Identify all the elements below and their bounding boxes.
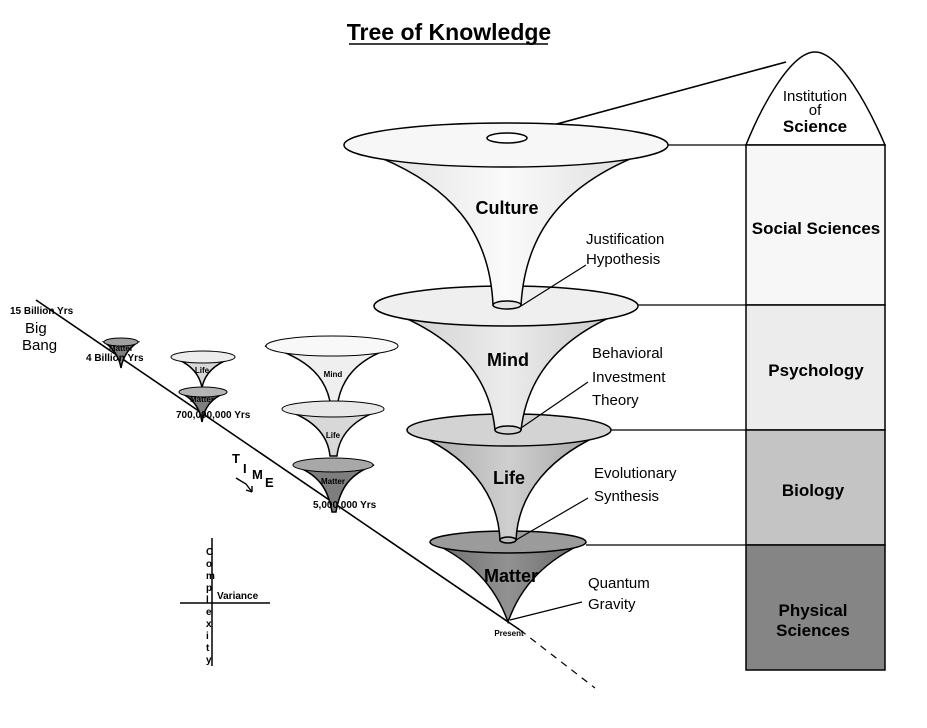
complexity-letter-8: t <box>206 643 210 654</box>
psychology-label: Psychology <box>768 361 864 380</box>
stage2-life-label: Life <box>195 366 210 375</box>
biology-block <box>745 429 886 546</box>
justification-label-2: Hypothesis <box>586 251 660 268</box>
complexity-letter-3: p <box>206 583 212 594</box>
stage2-matter-label: Matter <box>190 395 214 404</box>
future-dashed-line <box>519 629 596 689</box>
quantum-label-2: Gravity <box>588 596 636 613</box>
culture-rim-institution-circle <box>486 132 528 144</box>
institution-label-2: of <box>809 102 822 119</box>
bang-label: Bang <box>22 337 57 354</box>
pointer-justification <box>520 264 587 307</box>
stage3-mind-label: Mind <box>324 370 343 379</box>
present-label: Present <box>494 629 524 638</box>
bit-label-3: Theory <box>592 392 639 409</box>
institution-dome <box>744 51 887 146</box>
time-arrow-icon <box>235 477 253 493</box>
culture-cone: Culture <box>343 122 669 310</box>
seven-hundred-million-label: 700,000,000 Yrs <box>176 410 251 421</box>
evolutionary-label-1: Evolutionary <box>594 465 677 482</box>
evolutionary-label-2: Synthesis <box>594 488 659 505</box>
complexity-letter-2: m <box>206 571 215 582</box>
complexity-letter-0: C <box>206 547 213 558</box>
time-letter-t: T <box>232 451 240 466</box>
pointer-bit <box>520 381 589 429</box>
physical-sciences-label-2: Sciences <box>776 621 850 640</box>
complexity-letter-7: i <box>206 631 209 642</box>
time-letter-m: M <box>252 467 263 482</box>
bit-label-1: Behavioral <box>592 345 663 362</box>
social-sciences-label: Social Sciences <box>752 219 881 238</box>
physical-sciences-block <box>745 544 886 671</box>
variance-label: Variance <box>217 591 259 602</box>
five-million-label: 5,000,000 Yrs <box>313 500 377 511</box>
bb-years-label: 15 Billion Yrs <box>10 306 74 317</box>
matter-label: Matter <box>484 566 538 586</box>
stage3-life-label: Life <box>326 431 341 440</box>
science-column: Institution of Science Social Sciences P… <box>744 51 887 671</box>
pointer-quantum <box>509 601 583 621</box>
complexity-letter-9: y <box>206 655 212 666</box>
time-letter-e: E <box>265 475 274 490</box>
social-sciences-block <box>745 144 886 306</box>
big-label: Big <box>25 320 47 337</box>
stage3-cones: Mind Life Matter <box>264 335 399 513</box>
institution-label-1: Institution <box>783 88 847 105</box>
complexity-letter-1: o <box>206 559 212 570</box>
culture-label: Culture <box>476 198 539 218</box>
complexity-letter-5: e <box>206 607 212 618</box>
stage2-cones: Life Matter <box>170 350 236 423</box>
physical-sciences-label-1: Physical <box>779 601 848 620</box>
life-label: Life <box>493 468 525 488</box>
quantum-label-1: Quantum <box>588 575 650 592</box>
pointer-evolutionary <box>515 497 589 541</box>
institution-label-3: Science <box>783 117 847 136</box>
complexity-variance-axes: Variance C o m p l e x i t y <box>180 538 270 666</box>
four-billion-label: 4 Billion Yrs <box>86 353 144 364</box>
diagram-title: Tree of Knowledge <box>347 19 551 45</box>
complexity-letter-4: l <box>206 595 209 606</box>
mind-label: Mind <box>487 350 529 370</box>
stage3-matter-label: Matter <box>321 477 345 486</box>
complexity-letter-6: x <box>206 619 212 630</box>
stage1-matter-label: Matter <box>109 344 133 353</box>
biology-label: Biology <box>782 481 845 500</box>
time-letter-i: I <box>243 461 247 476</box>
justification-label-1: Justification <box>586 231 664 248</box>
stage1-matter-cone: Matter <box>101 337 141 369</box>
matter-cone: Matter <box>429 530 587 625</box>
bit-label-2: Investment <box>592 369 666 386</box>
